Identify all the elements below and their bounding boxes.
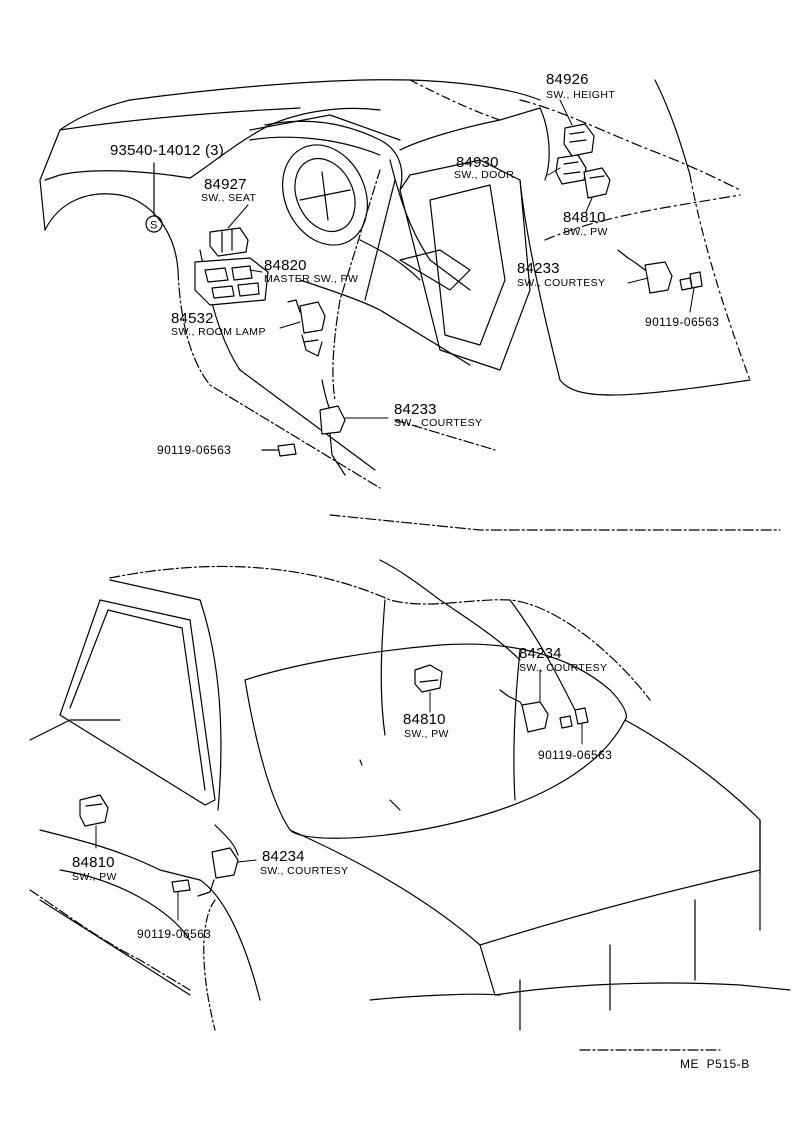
part-desc-84233-right: SW., COURTESY <box>517 277 606 289</box>
seat-switch-icon <box>210 228 248 256</box>
bottom-leader-lines <box>96 670 582 920</box>
part-number-84234-right: 84234 <box>519 645 562 662</box>
top-parts: S <box>146 124 702 475</box>
part-desc-84810-center: SW., PW <box>404 728 449 740</box>
bottom-car-body <box>30 515 790 1050</box>
part-number-84532: 84532 <box>171 310 214 327</box>
part-desc-84810-left: SW., PW <box>72 871 117 883</box>
courtesy-switch-icon <box>320 406 345 434</box>
screw-rear-right-icon <box>575 708 588 724</box>
part-desc-84930: SW., DOOR <box>454 169 515 181</box>
courtesy-switch-right-icon <box>645 262 672 293</box>
part-number-84926: 84926 <box>546 71 589 88</box>
part-number-90119-rear-right: 90119-06563 <box>538 748 613 762</box>
top-leader-lines <box>228 100 694 418</box>
part-number-90119-right: 90119-06563 <box>645 315 720 329</box>
part-number-84810-top: 84810 <box>563 209 606 226</box>
part-desc-84234-right: SW., COURTESY <box>519 662 608 674</box>
courtesy-switch-rear-left-icon <box>212 848 238 878</box>
part-desc-84927: SW., SEAT <box>201 192 257 204</box>
part-number-84810-left: 84810 <box>72 854 115 871</box>
part-desc-84532: SW., ROOM LAMP <box>171 326 266 338</box>
part-desc-84926: SW., HEIGHT <box>546 89 616 101</box>
pw-switch-icon <box>584 168 610 198</box>
part-desc-84233-front: SW., COURTESY <box>394 417 483 429</box>
room-lamp-switch-icon <box>300 302 325 333</box>
svg-text:S: S <box>150 220 157 232</box>
screw-icon <box>278 444 296 456</box>
part-number-84233-right: 84233 <box>517 260 560 277</box>
part-number-84810-center: 84810 <box>403 711 446 728</box>
door-switch-icon <box>556 155 586 184</box>
part-number-90119-rear-left: 90119-06563 <box>137 927 212 941</box>
master-switch-icon <box>195 258 268 305</box>
diagram-code: ME P515-B <box>680 1057 750 1071</box>
part-desc-84234-left: SW., COURTESY <box>260 865 349 877</box>
part-number-84927: 84927 <box>204 176 247 193</box>
part-number-93540: 93540-14012 (3) <box>110 142 224 159</box>
part-number-84233-front: 84233 <box>394 401 437 418</box>
screw-rear-left-icon <box>172 880 190 892</box>
part-number-84820: 84820 <box>264 257 307 274</box>
part-desc-84810-top: SW., PW <box>563 226 608 238</box>
pw-switch-rear-left-icon <box>80 795 108 826</box>
height-switch-icon <box>564 124 594 156</box>
part-number-84930: 84930 <box>456 154 499 171</box>
screw-right-icon <box>690 272 702 288</box>
part-desc-84820: MASTER SW., PW <box>264 273 359 285</box>
courtesy-switch-rear-right-icon <box>522 702 548 732</box>
part-number-84234-left: 84234 <box>262 848 305 865</box>
clip-icon <box>146 216 162 232</box>
part-number-90119-front: 90119-06563 <box>157 443 232 457</box>
top-car-body <box>40 80 750 488</box>
bottom-parts <box>80 665 588 896</box>
pw-switch-rear-icon <box>415 665 442 692</box>
